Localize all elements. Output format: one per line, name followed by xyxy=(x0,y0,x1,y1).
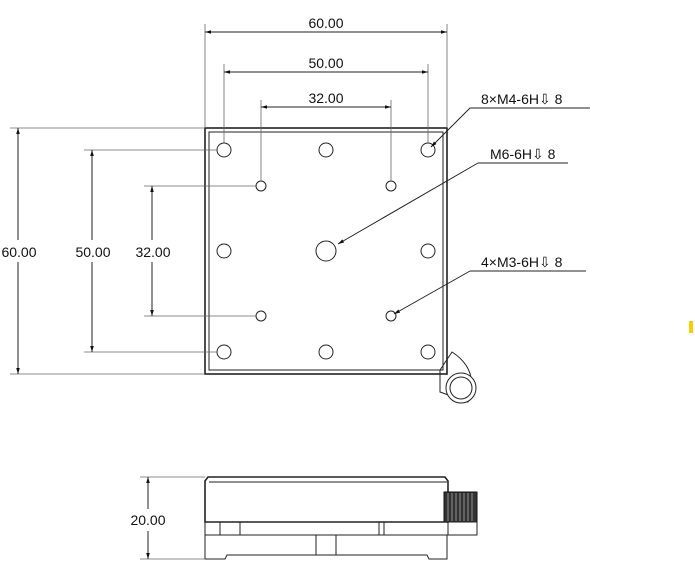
callout-m6: M6-6H⇩ 8 xyxy=(490,146,556,162)
marker xyxy=(689,321,693,333)
callout-m4: 8×M4-6H⇩ 8 xyxy=(481,91,563,107)
dim-32-height: 32.00 xyxy=(135,244,170,260)
dim-32-width: 32.00 xyxy=(308,90,343,106)
horizontal-dimensions: 60.00 50.00 32.00 xyxy=(204,15,448,181)
callout-m3: 4×M3-6H⇩ 8 xyxy=(481,254,563,270)
dim-60-width: 60.00 xyxy=(308,15,343,31)
m3-holes xyxy=(255,180,397,322)
vertical-dimensions: 60.00 50.00 32.00 xyxy=(1,127,256,375)
dim-60-height: 60.00 xyxy=(1,244,36,260)
plate-inner-edge xyxy=(208,131,444,371)
m4-holes xyxy=(216,142,436,360)
top-view xyxy=(204,127,477,404)
plate-outline xyxy=(204,127,448,375)
dim-20-height: 20.00 xyxy=(130,512,165,528)
side-view: 20.00 xyxy=(130,476,478,560)
dim-50-width: 50.00 xyxy=(308,55,343,71)
callouts: 8×M4-6H⇩ 8 M6-6H⇩ 8 4×M3-6H⇩ 8 xyxy=(337,91,590,315)
dim-50-height: 50.00 xyxy=(75,244,110,260)
m6-hole xyxy=(315,240,337,262)
